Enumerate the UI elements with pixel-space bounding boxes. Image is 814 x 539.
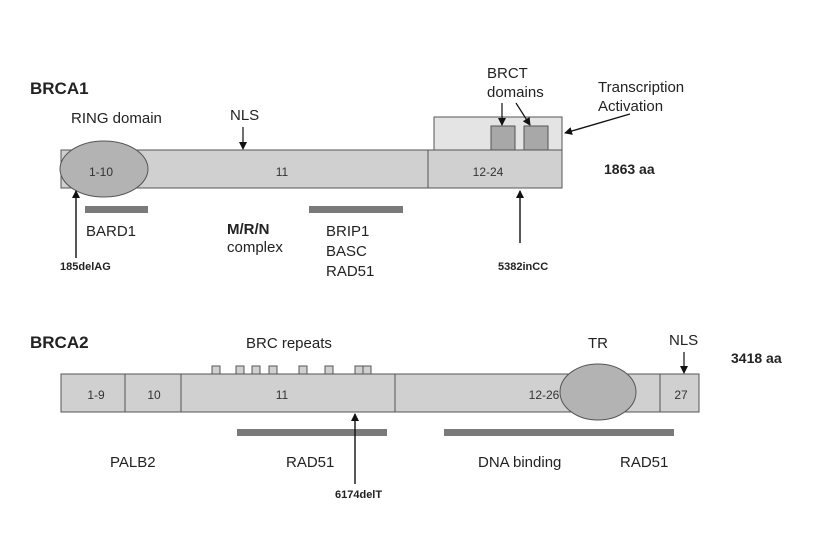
brip1-binding-bar (309, 206, 403, 213)
brca1-segment-11: 11 (276, 165, 289, 179)
tr-domain-ellipse (559, 363, 637, 421)
rad51-label-a: RAD51 (286, 454, 334, 471)
mrn-label-line2: complex (227, 239, 283, 256)
bard1-label: BARD1 (86, 223, 136, 240)
rad51-binding-bar (237, 429, 387, 436)
dna-binding-label: DNA binding (478, 454, 561, 471)
brca1-segment-1-10: 1-10 (89, 165, 113, 179)
brca1-title: BRCA1 (30, 79, 89, 98)
mutation-185delag-label: 185delAG (60, 261, 111, 273)
rad51-label-brca1: RAD51 (326, 263, 374, 280)
brct-label-line1: BRCT (487, 65, 528, 82)
brc-repeat (324, 365, 334, 375)
dna-binding-bar (444, 429, 674, 436)
brip1-label: BRIP1 (326, 223, 369, 240)
brca2-segment-27: 27 (674, 388, 688, 402)
transcription-arrow (564, 113, 631, 135)
tr-label: TR (588, 335, 608, 352)
bard1-binding-bar (85, 206, 148, 213)
transcription-label-line2: Activation (598, 98, 663, 115)
brct-domain-1 (490, 125, 516, 151)
transcription-label-line1: Transcription (598, 79, 684, 96)
brca2-segment-11: 11 (276, 388, 289, 402)
mutation-5382incc-label: 5382inCC (498, 261, 548, 273)
mutation-6174delt-label: 6174delT (335, 489, 382, 501)
brca2-group: BRCA2 1-9 10 11 12-26 27 BRC repeats TR … (30, 332, 782, 501)
brca2-nls-label: NLS (669, 332, 698, 349)
brca2-length: 3418 aa (731, 350, 782, 366)
brca2-segment-1-9: 1-9 (87, 388, 105, 402)
brca2-segment-10: 10 (147, 388, 161, 402)
brc-repeat (362, 365, 372, 375)
brc-repeat (235, 365, 245, 375)
brca1-segment-12-24: 12-24 (473, 165, 504, 179)
brct-arrow-2 (515, 102, 531, 126)
brca2-title: BRCA2 (30, 333, 89, 352)
brca1-group: BRCA1 1-10 11 12-24 RING domain NLS BRCT… (30, 65, 684, 280)
brc-repeats-label: BRC repeats (246, 335, 332, 352)
palb2-label: PALB2 (110, 454, 156, 471)
brca1-nls-label: NLS (230, 107, 259, 124)
brc-repeat (354, 365, 364, 375)
brc-repeat (251, 365, 261, 375)
rad51-label-b: RAD51 (620, 454, 668, 471)
basc-label: BASC (326, 243, 367, 260)
brca1-length: 1863 aa (604, 161, 655, 177)
brct-label-line2: domains (487, 84, 544, 101)
ring-domain-label: RING domain (71, 110, 162, 127)
brct-domain-2 (523, 125, 549, 151)
mrn-label-line1: M/R/N (227, 221, 270, 238)
brc-repeat (298, 365, 308, 375)
brca2-segment-12-26: 12-26 (529, 388, 560, 402)
brc-repeat (268, 365, 278, 375)
ring-domain-ellipse (59, 140, 149, 198)
brc-repeat (211, 365, 221, 375)
